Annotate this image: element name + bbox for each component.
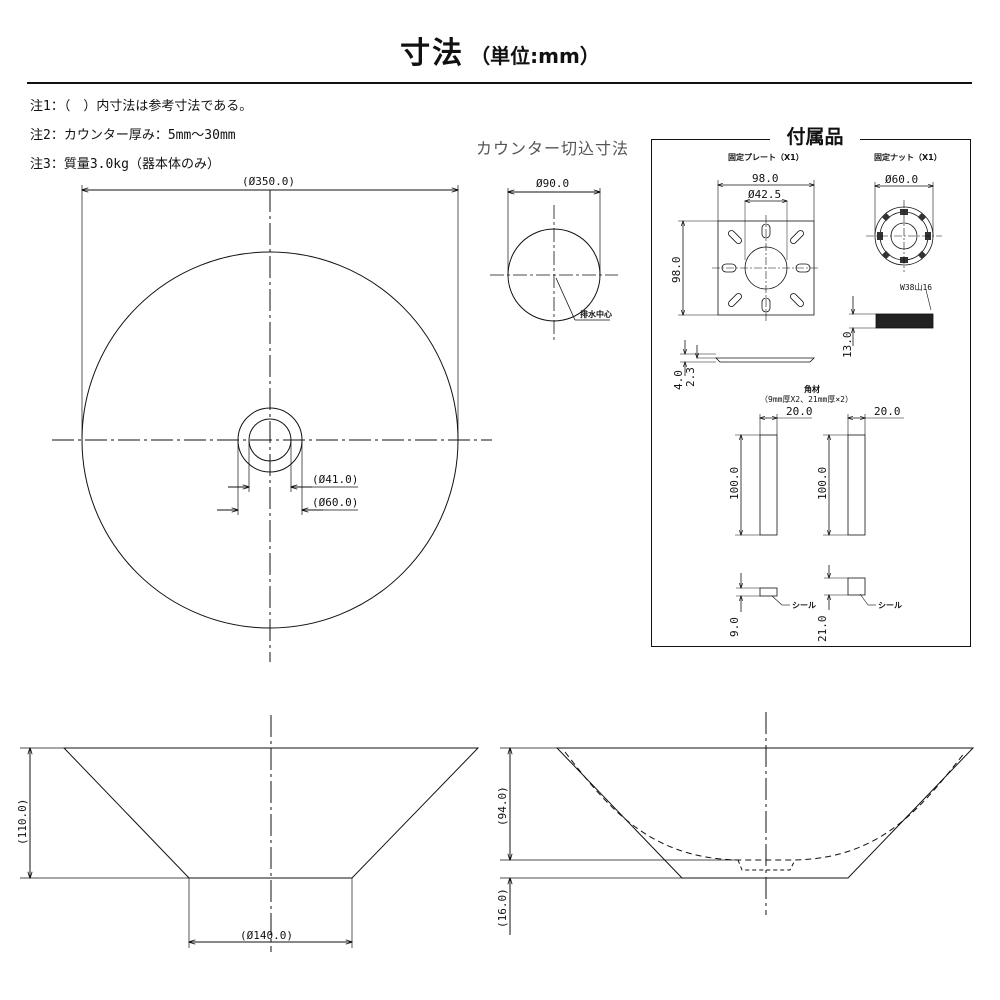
dim-drain-outer: (Ø60.0) (312, 496, 358, 509)
plate-label: 固定プレート（X1） (728, 152, 804, 162)
note-2: 注2：カウンター厚み：5mm～30mm (30, 128, 236, 143)
dim-outer-diameter: (Ø350.0) (242, 175, 295, 188)
block-label: 角材 (804, 384, 820, 394)
dim-block-w2: 20.0 (874, 405, 901, 418)
cutout-view (490, 188, 618, 340)
top-view (52, 185, 492, 662)
block-2 (847, 434, 866, 536)
title-unit: （単位:mm） (470, 44, 600, 68)
seal-label-2: シール (878, 601, 902, 610)
drain-center-label: 排水中心 (580, 309, 612, 319)
dim-nut-height: 13.0 (841, 332, 854, 359)
dim-plate-height: 98.0 (670, 257, 683, 284)
note-3: 注3：質量3.0kg（器本体のみ） (30, 157, 220, 172)
dim-cutout: Ø90.0 (536, 177, 569, 190)
dim-plate-width: 98.0 (752, 172, 779, 185)
side-view (20, 715, 480, 952)
dim-block-h2: 100.0 (816, 467, 829, 500)
page-title: 寸法（単位:mm） (0, 28, 1000, 72)
title-rule (27, 82, 972, 84)
dim-nut: Ø60.0 (885, 173, 918, 186)
plate-side (715, 357, 815, 363)
cutout-title: カウンター切込寸法 (476, 139, 630, 158)
dim-block-t1: 9.0 (728, 617, 741, 637)
dim-plate-t1: 4.0 (672, 370, 685, 390)
block-end-1 (759, 587, 778, 597)
dim-depth: (94.0) (496, 786, 509, 826)
bowl-inner (564, 751, 966, 861)
dim-height: (110.0) (16, 799, 29, 845)
block-sub-label: （9mm厚X2、21mm厚×2） (760, 395, 853, 404)
title-main: 寸法 (400, 36, 465, 71)
block-end-2 (847, 577, 866, 596)
section-view (500, 712, 975, 935)
nut-side (875, 313, 934, 329)
dim-block-h1: 100.0 (728, 467, 741, 500)
note-1: 注1：（ ）内寸法は参考寸法である。 (30, 99, 253, 114)
dim-drain-inner: (Ø41.0) (312, 473, 358, 486)
thread-label: W38山16 (900, 282, 932, 292)
dim-block-t2: 21.0 (816, 616, 829, 643)
accessories-drawing (678, 180, 942, 612)
dim-base: (Ø140.0) (240, 929, 293, 942)
dim-plate-t2: 2.3 (684, 367, 697, 387)
dim-plate-hole: Ø42.5 (748, 188, 781, 201)
seal-label-1: シール (792, 601, 816, 610)
block-1 (759, 434, 778, 536)
nut-label: 固定ナット（X1） (874, 152, 942, 162)
bowl-section (555, 747, 975, 879)
dim-block-w1: 20.0 (786, 405, 813, 418)
accessories-title: 付属品 (770, 122, 860, 149)
dim-bottom: (16.0) (496, 888, 509, 928)
